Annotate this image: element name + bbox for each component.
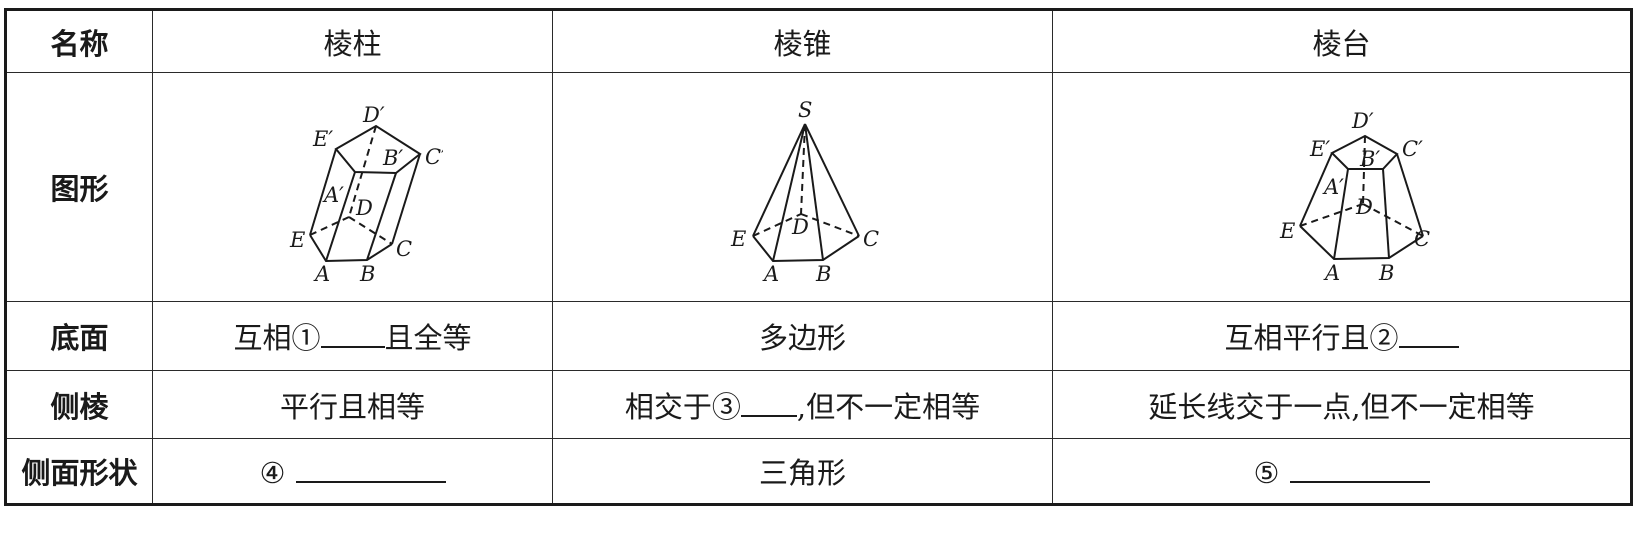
svg-text:S: S [798, 98, 812, 122]
svg-text:D: D [1355, 195, 1373, 219]
svg-text:C: C [1414, 227, 1430, 251]
figure-row: 图形 D′ E′ B′ C′ A′ D E C A B [5, 72, 1632, 302]
svg-text:E′: E′ [312, 127, 333, 151]
frustum-figure-cell: D′ E′ B′ C′ A′ D E C A B [1052, 72, 1632, 302]
svg-text:A′: A′ [1322, 175, 1344, 199]
answer-blank-3[interactable] [740, 386, 797, 417]
frustum-edge-cell: 延长线交于一点,但不一定相等 [1052, 370, 1632, 439]
svg-text:B: B [359, 262, 375, 284]
svg-text:D′: D′ [1351, 109, 1374, 133]
svg-text:C′: C′ [425, 145, 443, 169]
column-header-prism: 棱柱 [152, 9, 553, 73]
column-header-frustum: 棱台 [1052, 9, 1632, 73]
frustum-base-cell: 互相平行且② [1052, 301, 1632, 371]
svg-text:E: E [730, 227, 746, 251]
column-header-pyramid: 棱锥 [552, 9, 1053, 73]
row-header-base: 底面 [5, 301, 153, 371]
svg-text:C: C [863, 227, 879, 251]
svg-text:D: D [791, 215, 809, 239]
svg-text:E′: E′ [1309, 137, 1330, 161]
answer-blank-1[interactable] [320, 317, 385, 348]
vertex-label: D′ [362, 103, 385, 127]
pyramid-base-cell: 多边形 [552, 301, 1053, 371]
frustum-face-cell: ⑤ [1052, 438, 1632, 505]
header-row: 名称 棱柱 棱锥 棱台 [5, 9, 1632, 73]
svg-text:C: C [396, 237, 412, 261]
polyhedra-comparison-table: 名称 棱柱 棱锥 棱台 图形 D′ E′ B′ C′ A′ D [4, 8, 1633, 506]
pyramid-figure-cell: S D E C A B [552, 72, 1053, 302]
row-header-figure: 图形 [5, 72, 153, 302]
pyramid-face-cell: 三角形 [552, 438, 1053, 505]
lateral-edge-row: 侧棱 平行且相等 相交于③,但不一定相等 延长线交于一点,但不一定相等 [5, 370, 1632, 439]
row-header-lateral-face: 侧面形状 [5, 438, 153, 505]
lateral-face-row: 侧面形状 ④ 三角形 ⑤ [5, 438, 1632, 505]
prism-figure-cell: D′ E′ B′ C′ A′ D E C A B [152, 72, 553, 302]
svg-text:A: A [313, 262, 330, 284]
answer-blank-4[interactable] [295, 452, 446, 483]
prism-face-cell: ④ [152, 438, 553, 505]
answer-blank-2[interactable] [1398, 317, 1459, 348]
frustum-figure: D′ E′ B′ C′ A′ D E C A B [1279, 109, 1430, 285]
svg-text:B′: B′ [1359, 147, 1380, 171]
svg-text:A′: A′ [322, 183, 344, 207]
pyramid-edge-cell: 相交于③,但不一定相等 [552, 370, 1053, 439]
pyramid-figure: S D E C A B [730, 98, 879, 286]
svg-text:A: A [762, 262, 779, 284]
svg-text:D: D [355, 196, 373, 220]
prism-figure: D′ E′ B′ C′ A′ D E C A B [289, 103, 446, 286]
svg-text:A: A [1323, 261, 1340, 284]
svg-text:B′: B′ [382, 146, 403, 170]
svg-text:B: B [1378, 261, 1394, 284]
svg-text:B: B [815, 262, 831, 284]
row-header-name: 名称 [5, 9, 153, 73]
answer-blank-5[interactable] [1289, 452, 1430, 483]
prism-edge-cell: 平行且相等 [152, 370, 553, 439]
svg-text:E: E [289, 228, 305, 252]
svg-text:E: E [1279, 219, 1295, 243]
row-header-lateral-edge: 侧棱 [5, 370, 153, 439]
svg-text:C′: C′ [1402, 137, 1423, 161]
